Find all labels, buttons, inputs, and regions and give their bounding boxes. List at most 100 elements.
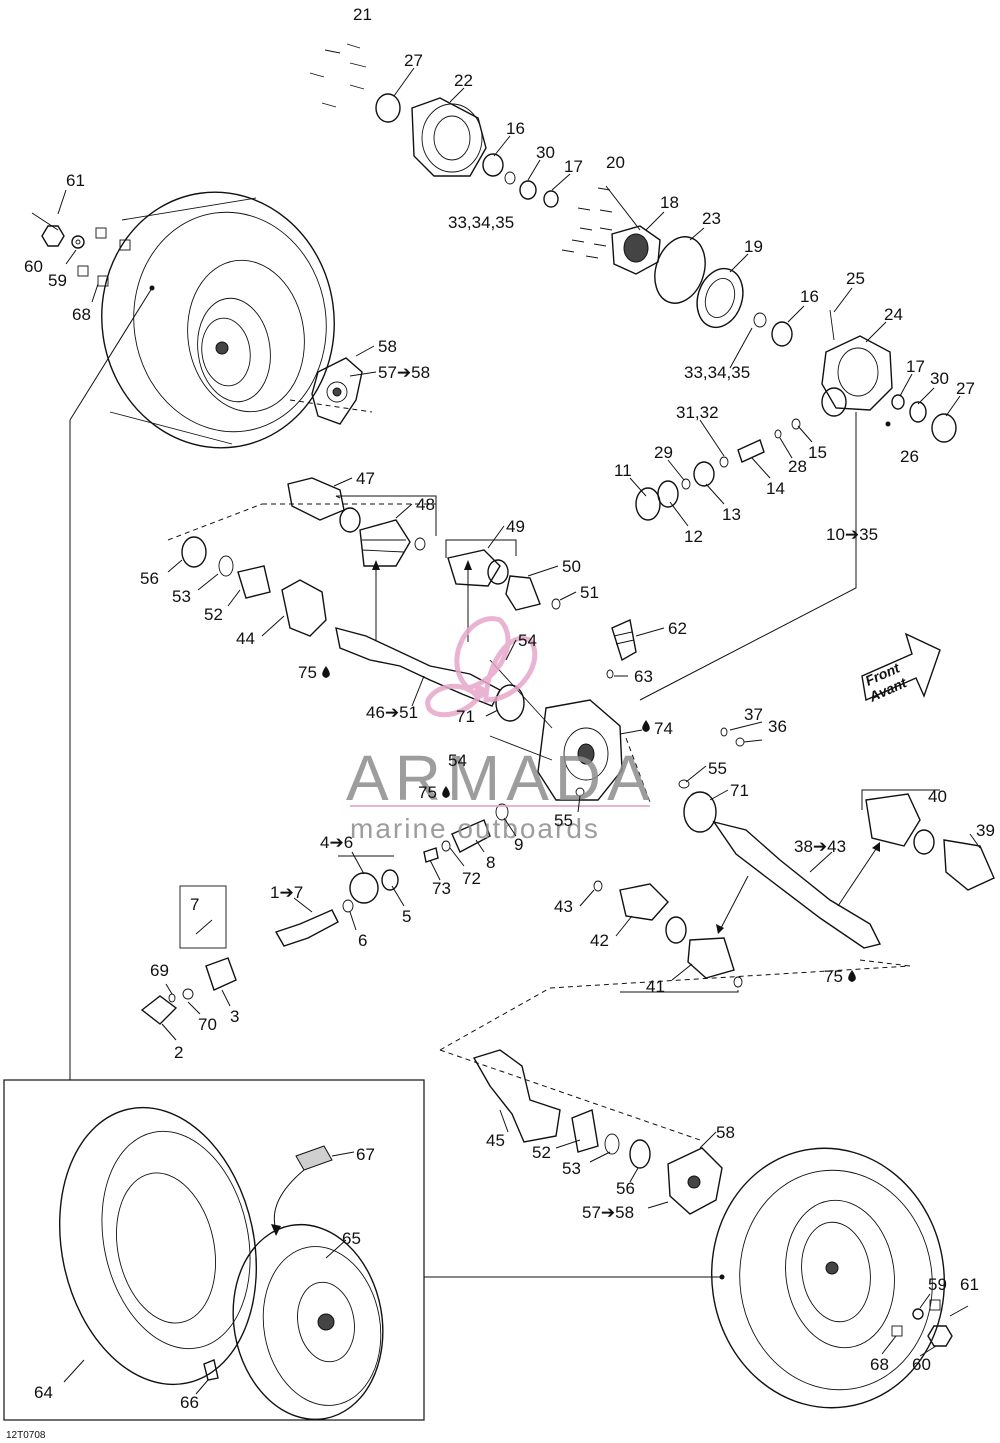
callout-33-34-35: 33,34,35 [448,213,514,232]
callout-60: 60 [24,257,43,276]
callout-12: 12 [684,527,703,546]
lubricant-drop-icons [322,666,856,982]
callout-72: 72 [462,869,481,888]
callout-33-34-35b: 33,34,35 [684,363,750,382]
right-drive-shaft [593,789,995,993]
watermark: ARMADA marine outboards [346,616,656,844]
watermark-brand: ARMADA [346,742,656,814]
callout-71: 71 [456,707,475,726]
callout-61: 61 [66,171,85,190]
callout-17: 17 [564,157,583,176]
callout-69: 69 [150,961,169,980]
callout-75b: 75 [418,783,437,802]
callout-75c: 75 [824,967,843,986]
callout-39: 39 [976,821,995,840]
callout-56b: 56 [616,1179,635,1198]
callout-53: 53 [172,587,191,606]
valve-stem [203,1359,219,1381]
front-direction-arrow: Front Avant [861,632,941,705]
callout-42: 42 [590,931,609,950]
callout-75: 75 [298,663,317,682]
callout-68: 68 [72,305,91,324]
callout-16b: 16 [800,287,819,306]
callout-57-58b: 57➔58 [582,1203,634,1222]
front-differential-housing [375,93,559,208]
callout-58: 58 [378,337,397,356]
callout-30b: 30 [930,369,949,388]
callout-25: 25 [846,269,865,288]
callout-59b: 59 [928,1275,947,1294]
drop-icon [442,786,450,798]
callout-31-32: 31,32 [676,403,719,422]
callout-30: 30 [536,143,555,162]
callout-57-58: 57➔58 [378,363,430,382]
u-joint-parts [140,885,237,1025]
callout-20: 20 [606,153,625,172]
callout-53b: 53 [562,1159,581,1178]
callout-28: 28 [788,457,807,476]
callout-59: 59 [48,271,67,290]
callout-6: 6 [358,931,367,950]
callout-2: 2 [174,1043,183,1062]
diagram-id: 12T0708 [6,1430,46,1441]
center-differential [489,619,745,833]
callout-5: 5 [402,907,411,926]
callout-41: 41 [646,977,665,996]
callout-7: 7 [190,895,199,914]
steering-knuckle-right [439,965,911,1215]
inset-rim [232,1223,384,1421]
callout-70: 70 [198,1015,217,1034]
callout-60b: 60 [912,1355,931,1374]
wheel-nuts-top-left [31,212,131,287]
callout-36: 36 [768,717,787,736]
leader-lines [57,67,981,1395]
differential-cover-24 [821,309,957,443]
callout-11: 11 [614,461,632,480]
callout-47: 47 [356,469,375,488]
callout-50: 50 [562,557,581,576]
o-ring-23 [654,236,706,304]
callout-10-35: 10➔35 [826,525,878,544]
watermark-tagline: marine outboards [350,813,600,844]
callout-52b: 52 [532,1143,551,1162]
callout-71b: 71 [730,781,749,800]
drop-icon [322,666,330,678]
label-decal [271,1145,333,1236]
callout-29: 29 [654,443,673,462]
callout-24: 24 [884,305,903,324]
callout-52: 52 [204,605,223,624]
callout-18: 18 [660,193,679,212]
callout-26: 26 [900,447,919,466]
callout-48: 48 [416,495,435,514]
callout-56: 56 [140,569,159,588]
differential-gear-assembly [561,185,661,275]
callout-23: 23 [702,209,721,228]
callout-46-51: 46➔51 [366,703,418,722]
callout-16: 16 [506,119,525,138]
callout-8: 8 [486,853,495,872]
callout-27b: 27 [956,379,975,398]
drop-icon [848,970,856,982]
inset-tire [58,1106,258,1386]
front-tire-left [101,191,335,449]
callout-58b: 58 [716,1123,735,1142]
callout-13: 13 [722,505,741,524]
callout-43: 43 [554,897,573,916]
callout-3: 3 [230,1007,239,1026]
callout-74: 74 [654,719,673,738]
inset-frame [3,1079,425,1421]
callout-14: 14 [766,479,785,498]
pinion-shaft-stack [635,418,801,521]
drop-icon [642,720,650,732]
callout-65: 65 [342,1229,361,1248]
callout-49: 49 [506,517,525,536]
callout-9: 9 [514,835,523,854]
callout-15: 15 [808,443,827,462]
callout-68b: 68 [870,1355,889,1374]
propeller-logo [425,616,538,718]
callout-64: 64 [34,1383,53,1402]
housing-bolts [309,43,367,108]
callout-37: 37 [744,705,763,724]
callout-55b: 55 [554,811,573,830]
